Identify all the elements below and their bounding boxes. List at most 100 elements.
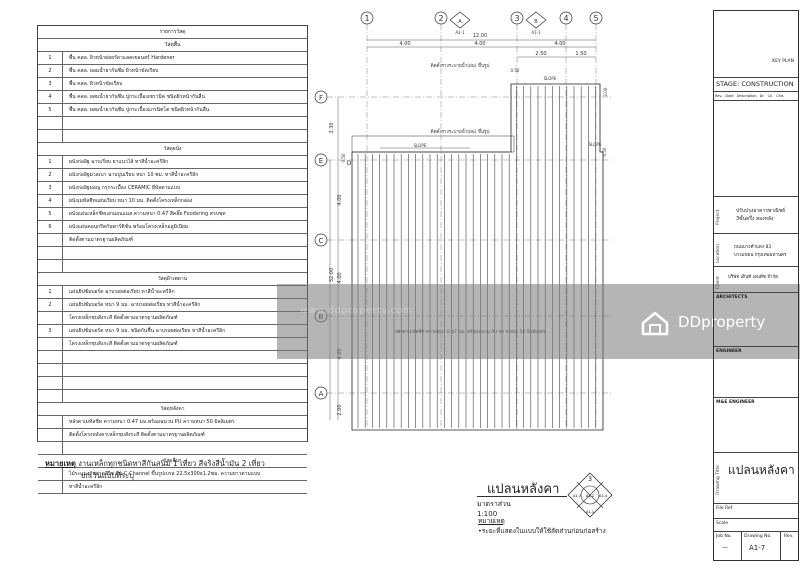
item-code: 3 [38,78,63,90]
section-header-misc: วัสดุอื่นๆ [38,455,307,468]
schedule-blank-row [38,117,307,130]
compass-center: A1-2 [586,494,594,498]
location-label: Location [716,243,721,263]
section-header-floor: วัสดุพื้น [38,39,307,52]
dim-small-f: 2.00 [603,87,608,96]
schedule-header: วัสดุอื่นๆ [163,458,182,464]
schedule-blank-row [38,130,307,143]
location-line-1: ถนนบางคำแดง 83 [734,245,772,250]
house-logo-icon [641,311,669,336]
grid-row-label: A [319,390,324,398]
slope-label-3: SLOPE [589,142,602,147]
item-code [38,312,63,324]
item-text: พื้น คสล. ผลมน้ำยาก้นซึม ผิวหน้าขัดเรียบ [69,68,159,74]
item-text: หลังคาเมทัลชีท ความหนา 0.47 มม.พร้อมฉนวน… [69,419,235,425]
section-marker-icon [449,11,471,29]
project-line-1: ปรับปรุงอาคารพาณิชย์ [736,208,786,214]
dim-small-bottom: 2.00 [337,404,343,415]
dim-top-total: 12.00 [473,33,487,39]
item-text: แผ่นยิปซั่มบอร์ด ฉาบรอยต่อเรียบ ทาสีน้ำอ… [69,289,175,295]
rev-label: Rev. [784,534,794,539]
item-code: 1 [38,156,63,168]
schedule-header: วัสดุผนัง [163,146,182,152]
general-note: หมายเหตุ งานเหล็กทุกชนิดทาสีกันสนิม 1 เท… [45,458,265,482]
dim-left-2: 4.00 [337,194,343,205]
schedule-header: วัสดุพื้น [164,42,181,48]
project-label: Project [716,209,721,225]
schedule-blank-row [38,247,307,260]
drawing-no-label: Drawing No. [744,534,772,539]
watermark-band [277,284,800,359]
item-code: 2 [38,169,63,181]
compass-right: A1-4 [599,494,608,498]
schedule-item: 2 ผนังก่ออิฐมวลเบา ฉาบปูนเรียบ หนา 10 ซม.… [38,169,307,182]
compass-left: A1-3 [573,494,581,498]
section-mark-1: A1-1 [455,30,465,35]
compass-bottom: A1-1 [586,510,594,514]
dim-small-e: 0.50 [341,153,346,162]
item-text: ติดตั้งโครงหลังคาเหล็กชุบสังกะสี ติดตั้ง… [69,432,205,438]
scale-value: 1:100 [477,510,498,518]
drawing-no-value: A1-7 [749,544,766,552]
gutter-band [351,135,515,153]
section-letter-b: B [534,19,538,25]
dim-sub-2: 1.50 [575,51,586,57]
schedule-title: รายการวัสดุ [38,26,307,39]
file-ref-label: File Ref. [716,506,734,511]
item-code: 3 [38,325,63,337]
schedule-item: ทาสีน้ำอะครีลิก [38,481,307,494]
item-code: 1 [38,286,63,298]
item-code: 5 [38,208,63,220]
item-text: ผนังแผ่นเหล็กชีทเอกมอนแมส ความหนา 0.47 ส… [69,211,226,217]
dim-left-3: 4.00 [337,272,343,283]
section-header-roof: วัสดุหลังคา [38,403,307,416]
section-letter-a: A [458,19,462,25]
grid-row-label: C [319,237,324,245]
compass-top: 3 [588,476,592,483]
revision-header: Rev. Date Description Dr. Ck. Chd. [715,94,785,98]
schedule-blank-row [38,442,307,455]
schedule-blank-row [38,364,307,377]
item-text: ผนังก่ออิฐมวลเบา ฉาบปูนเรียบ หนา 10 ซม. … [69,172,199,178]
item-text: ผนังเมทัลชีทแผ่นเรียบ หนา 10 มม. ติดตั้ง… [69,198,193,204]
scale-label-tb: Scale [716,521,729,526]
item-code: 3 [38,182,63,194]
dim-top-1: 4.00 [399,41,410,47]
grid-row-label: E [319,157,323,165]
job-no-label: Job No. [716,534,732,539]
item-code [38,234,63,246]
item-text: ติดตั้งตามมาตรฐานผลิตภัณฑ์ [69,237,133,243]
item-text: ผนังแผ่นคอนกรีตกันพาร์ติชั่น พร้อมโครงเห… [69,224,189,230]
architects-label: ARCHITECTS [716,295,748,300]
section-header-ceiling: วัสดุฝ้าเพดาน [38,273,307,286]
grid-col-label: 4 [563,14,568,23]
drawing-title: แปลนหลังคา [487,482,560,497]
section-header-wall: วัสดุผนัง [38,143,307,156]
schedule-item: โครงเหล็กชุบสังกะสี ติดตั้งตามมาตรฐานผลิ… [38,312,307,325]
compass-key-icon: 3 A1-3 A1-4 A1-2 A1-1 [567,472,613,518]
dim-left-1: 3.30 [329,122,335,133]
project-line-2: 3ชั้นครึ่ง สองหลัง [736,216,774,222]
schedule-blank-row [38,390,307,403]
item-code: 1 [38,52,63,64]
item-text: ทาสีน้ำอะครีลิก [69,484,103,490]
title-block: KEY PLAN STAGE: CONSTRUCTION Rev. Date D… [713,10,799,561]
item-code [38,338,63,350]
tb-drawing-title: แปลนหลังคา [728,463,795,477]
scale-label: มาตราส่วน [477,500,511,508]
client-label: Client [716,275,721,289]
schedule-blank-row [38,377,307,390]
client-name: บริษัท เดินที เอนดีซ จำกัด [728,275,779,280]
item-code: 4 [38,195,63,207]
note-label: หมายเหตุ [45,459,76,468]
schedule-header: รายการวัสดุ [159,29,186,35]
item-text: โครงเหล็กชุบสังกะสี ติดตั้งตามมาตรฐานผลิ… [69,341,178,347]
